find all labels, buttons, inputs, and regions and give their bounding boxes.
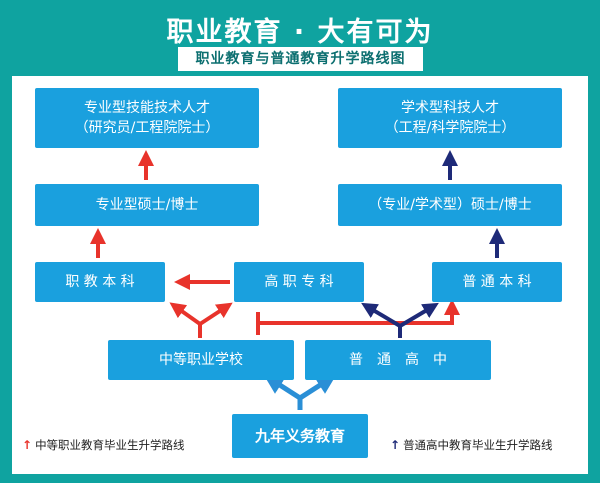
secondary-voc-label: 中等职业学校 <box>159 352 243 368</box>
pro-talent-line1: 专业型技能技术人才 <box>84 100 210 116</box>
higher-voc-label: 高 职 专 科 <box>264 274 334 290</box>
legend-blue-label: 普通高中教育毕业生升学路线 <box>403 438 553 452</box>
pro-master-label: 专业型硕士/博士 <box>95 197 199 213</box>
navy-fork-right <box>398 302 439 328</box>
legend-blue-route: ↑ 普通高中教育毕业生升学路线 <box>390 437 553 453</box>
box-voc-undergrad: 职 教 本 科 <box>35 262 165 302</box>
academic-master-label: （专业/学术型）硕士/博士 <box>368 197 532 213</box>
navy-fork-left <box>361 302 402 328</box>
voc-undergrad-label: 职 教 本 科 <box>65 274 135 290</box>
general-undergrad-label: 普 通 本 科 <box>462 274 532 290</box>
up-arrow-red-icon: ↑ <box>22 438 33 452</box>
box-secondary-voc: 中等职业学校 <box>108 340 294 380</box>
lightblue-fork-left <box>263 374 302 401</box>
subtitle: 职业教育与普通教育升学路线图 <box>178 47 423 71</box>
main-title: 职业教育 · 大有可为 <box>166 17 434 48</box>
red-fork-right <box>198 302 233 326</box>
legend-red-route: ↑ 中等职业教育毕业生升学路线 <box>22 437 185 453</box>
box-high-school: 普 通 高 中 <box>305 340 491 380</box>
box-pro-talent: 专业型技能技术人才 （研究员/工程院院士） <box>35 88 259 148</box>
header: 职业教育 · 大有可为 职业教育与普通教育升学路线图 <box>0 0 600 75</box>
red-fork-left <box>169 302 202 326</box>
academic-talent-line1: 学术型科技人才 <box>401 100 499 116</box>
academic-talent-line2: （工程/科学院院士） <box>384 120 516 136</box>
lightblue-fork-right <box>298 374 337 401</box>
pro-talent-line2: （研究员/工程院院士） <box>74 120 220 136</box>
box-higher-voc: 高 职 专 科 <box>234 262 364 302</box>
up-arrow-navy-icon: ↑ <box>390 438 401 452</box>
box-pro-master: 专业型硕士/博士 <box>35 184 259 226</box>
box-general-undergrad: 普 通 本 科 <box>432 262 562 302</box>
compulsory-label: 九年义务教育 <box>254 427 345 445</box>
box-compulsory-education: 九年义务教育 <box>232 414 368 458</box>
legend-red-label: 中等职业教育毕业生升学路线 <box>35 438 185 452</box>
box-academic-talent: 学术型科技人才 （工程/科学院院士） <box>338 88 562 148</box>
high-school-label: 普 通 高 中 <box>349 352 447 368</box>
box-academic-master: （专业/学术型）硕士/博士 <box>338 184 562 226</box>
